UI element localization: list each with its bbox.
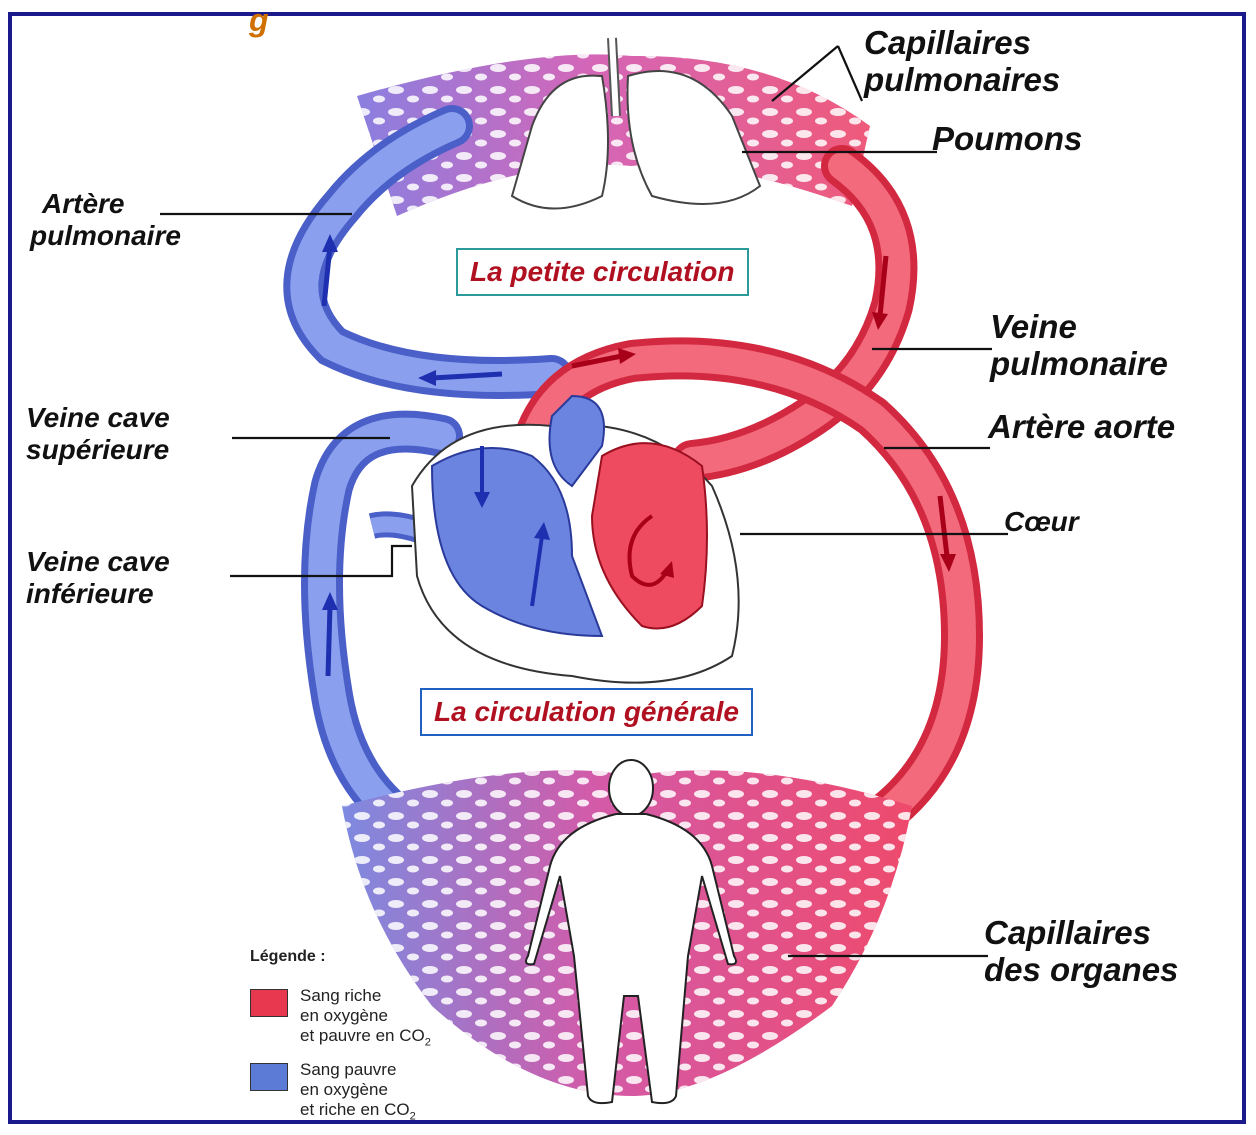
label-artere-pulmonaire: Artère pulmonaire bbox=[30, 188, 181, 251]
label-veine-cave-superieure: Veine cave supérieure bbox=[26, 402, 170, 465]
label-line: Artère aorte bbox=[988, 408, 1175, 445]
label-artere-aorte: Artère aorte bbox=[988, 408, 1175, 445]
label-veine-cave-inferieure: Veine cave inférieure bbox=[26, 546, 170, 609]
title-petite-circulation: La petite circulation bbox=[456, 248, 749, 296]
legend-swatch-red bbox=[250, 989, 288, 1017]
label-line: Artère bbox=[30, 188, 181, 220]
label-line: Veine cave bbox=[26, 402, 170, 434]
label-line: supérieure bbox=[26, 434, 170, 466]
label-line: Veine bbox=[990, 308, 1168, 345]
legend-text: Sang pauvre en oxygène et riche en CO2 bbox=[300, 1060, 416, 1126]
label-capillaires-pulmonaires: Capillaires pulmonaires bbox=[864, 24, 1060, 99]
label-line: pulmonaire bbox=[30, 220, 181, 252]
legend-line: en oxygène bbox=[300, 1006, 431, 1026]
legend-item-deoxygenated: Sang pauvre en oxygène et riche en CO2 bbox=[250, 1060, 431, 1126]
label-line: pulmonaires bbox=[864, 61, 1060, 98]
legend-subscript: 2 bbox=[425, 1036, 431, 1048]
legend-swatch-blue bbox=[250, 1063, 288, 1091]
legend-subscript: 2 bbox=[410, 1111, 416, 1123]
label-capillaires-organes: Capillaires des organes bbox=[984, 914, 1178, 989]
legend-line: en oxygène bbox=[300, 1080, 416, 1100]
title-circulation-generale-text: La circulation générale bbox=[434, 696, 739, 727]
leader-capillaires-pulmonaires-2 bbox=[838, 46, 862, 101]
legend-line: Sang riche bbox=[300, 986, 431, 1006]
legend-text: Sang riche en oxygène et pauvre en CO2 bbox=[300, 986, 431, 1052]
legend-line: et riche en CO2 bbox=[300, 1100, 416, 1126]
label-line: Poumons bbox=[932, 120, 1082, 157]
legend-line: Sang pauvre bbox=[300, 1060, 416, 1080]
diagram-frame: g bbox=[8, 12, 1246, 1124]
heart bbox=[412, 396, 739, 683]
label-line: Cœur bbox=[1004, 506, 1079, 538]
legend-line: et pauvre en CO2 bbox=[300, 1026, 431, 1052]
label-line: pulmonaire bbox=[990, 345, 1168, 382]
label-poumons: Poumons bbox=[932, 120, 1082, 157]
title-circulation-generale: La circulation générale bbox=[420, 688, 753, 736]
legend-line-text: et riche en CO bbox=[300, 1100, 410, 1119]
label-veine-pulmonaire: Veine pulmonaire bbox=[990, 308, 1168, 383]
legend: Légende : Sang riche en oxygène et pauvr… bbox=[250, 948, 431, 1135]
legend-item-oxygenated: Sang riche en oxygène et pauvre en CO2 bbox=[250, 986, 431, 1052]
label-line: Capillaires bbox=[984, 914, 1178, 951]
label-line: inférieure bbox=[26, 578, 170, 610]
legend-title: Légende : bbox=[250, 948, 431, 966]
legend-line-text: et pauvre en CO bbox=[300, 1026, 425, 1045]
label-coeur: Cœur bbox=[1004, 506, 1079, 538]
label-line: des organes bbox=[984, 951, 1178, 988]
title-petite-circulation-text: La petite circulation bbox=[470, 256, 735, 287]
label-line: Veine cave bbox=[26, 546, 170, 578]
label-line: Capillaires bbox=[864, 24, 1060, 61]
